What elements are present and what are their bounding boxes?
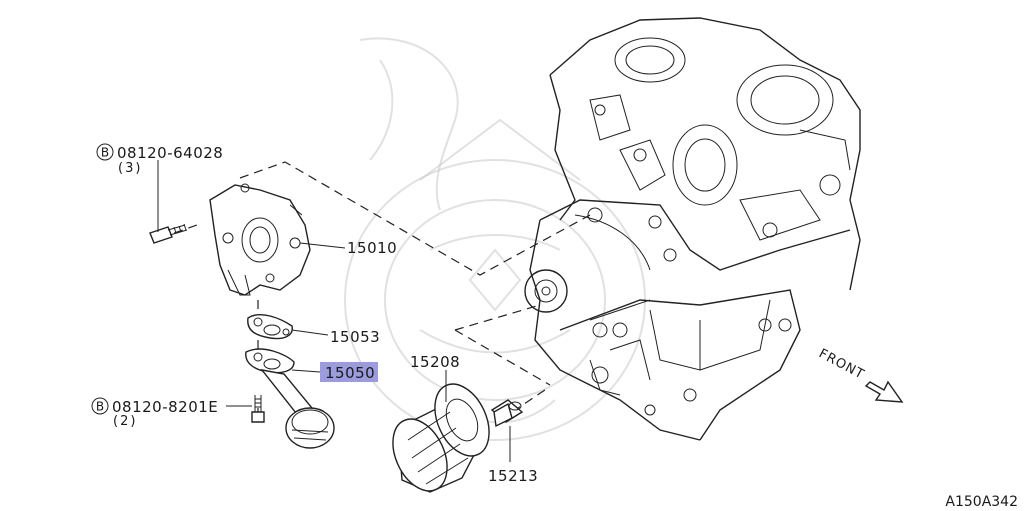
front-direction-indicator: FRONT (816, 346, 904, 403)
highlight-box (320, 362, 378, 382)
connector-15213 (490, 399, 524, 428)
bolt-08120-8201e-icon (251, 395, 265, 423)
label-leaders (226, 242, 511, 462)
gasket-15053 (247, 314, 293, 340)
svg-text:FRONT: FRONT (816, 346, 867, 382)
bolt-1-part-number[interactable]: 08120-64028 (117, 144, 223, 162)
svg-text:B: B (101, 146, 109, 160)
reference-code: A150A342 (945, 494, 1018, 510)
engine-block (524, 17, 861, 441)
bolt-08120-64028-icon (149, 223, 188, 244)
bolt-mark-2: B (91, 397, 109, 415)
part-15050-label[interactable]: 15050 (325, 364, 375, 382)
oil-pump (209, 183, 311, 296)
bolt-2-part-number[interactable]: 08120-8201E (112, 398, 218, 416)
part-15053-label[interactable]: 15053 (330, 328, 380, 346)
bolt-2-qty: (2) (113, 414, 137, 429)
oil-strainer-15050 (245, 348, 335, 449)
part-15010-label[interactable]: 15010 (347, 239, 397, 257)
part-15208-label[interactable]: 15208 (410, 353, 460, 371)
oil-filter-15208 (392, 383, 490, 493)
svg-text:B: B (96, 400, 104, 414)
part-15213-label[interactable]: 15213 (488, 467, 538, 485)
bolt-1-qty: (3) (118, 161, 142, 176)
bolt-mark-1: B (96, 143, 114, 161)
